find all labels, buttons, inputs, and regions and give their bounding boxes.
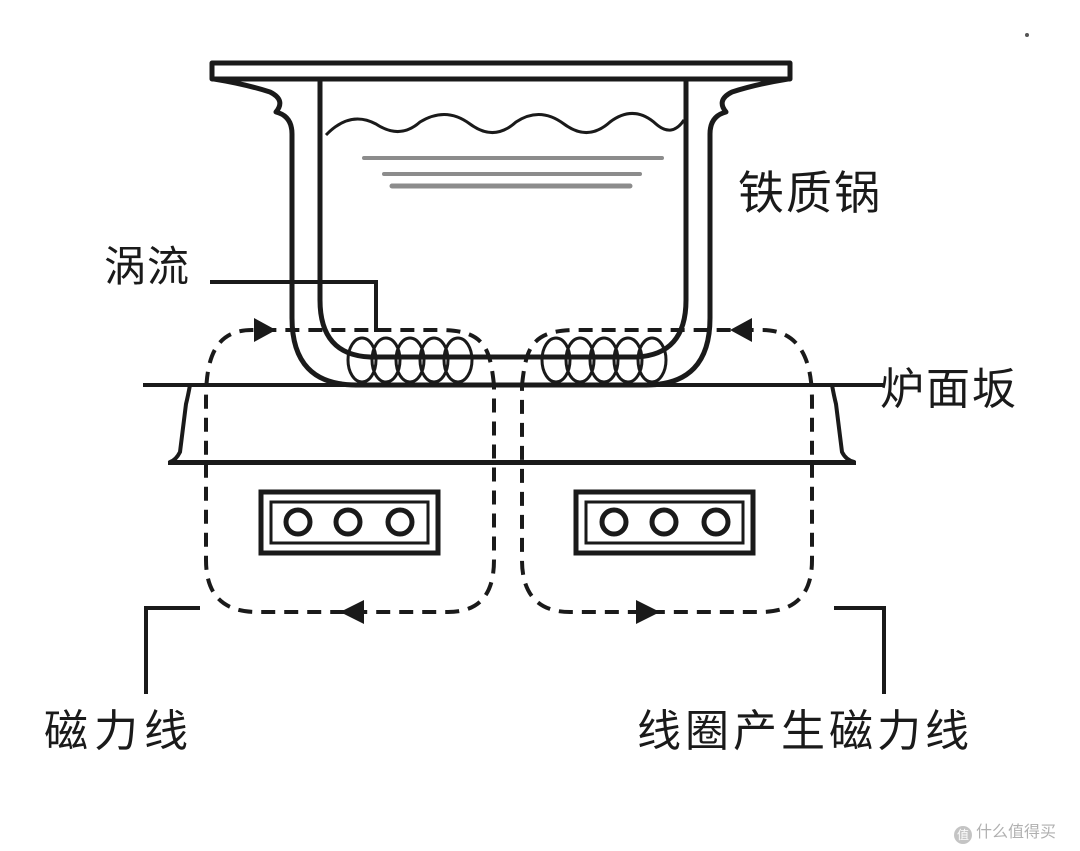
- water-depth-lines: [362, 156, 664, 189]
- pot-inner-right-wall: [633, 76, 689, 360]
- label-iron-pot: 铁质锅: [738, 166, 882, 220]
- watermark-text: 什么值得买: [976, 822, 1057, 841]
- iron-pot: [209, 60, 793, 388]
- label-eddy-current: 涡流: [104, 242, 191, 291]
- pot-outer-right-wall: [643, 76, 791, 388]
- watermark: 值什么值得买: [954, 818, 1056, 844]
- coil-field-leader: [834, 606, 886, 694]
- field-lines-leader: [144, 606, 200, 694]
- speck-dot: [1025, 33, 1029, 37]
- magnetic-field-loop-right: [520, 328, 814, 614]
- pot-inner-left-wall: [317, 76, 373, 360]
- field-arrow-top-left: [254, 318, 276, 342]
- eddy-current-leader: [210, 280, 378, 332]
- field-arrow-bottom-right: [636, 600, 660, 624]
- field-arrow-bottom-left: [340, 600, 364, 624]
- value-icon: 值: [954, 826, 972, 844]
- water-surface-wave: [324, 112, 686, 137]
- pot-outer-left-wall: [211, 76, 359, 388]
- cooktop-body: [168, 384, 856, 464]
- coil-right: [573, 489, 756, 556]
- label-magnetic-field-lines: 磁力线: [44, 706, 194, 757]
- magnetic-field-loop-left: [204, 328, 496, 614]
- label-coil-generates-field: 线圈产生磁力线: [637, 706, 973, 757]
- pot-rim: [209, 60, 793, 82]
- field-arrow-top-right: [730, 318, 752, 342]
- eddy-current-loops-left: [346, 336, 474, 384]
- label-cooktop-panel: 炉面坂: [880, 364, 1018, 415]
- coil-left: [258, 489, 441, 556]
- cooktop: [143, 383, 883, 465]
- eddy-current-loops-right: [540, 336, 668, 384]
- field-arrows: [254, 318, 752, 624]
